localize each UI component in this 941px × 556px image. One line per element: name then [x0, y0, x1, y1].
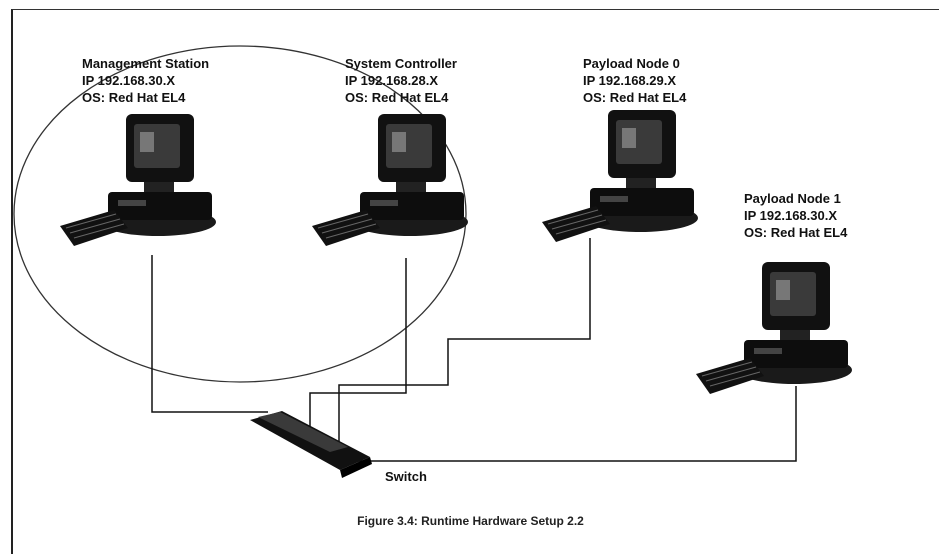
node-name: Payload Node 1: [744, 190, 847, 207]
figure-caption: Figure 3.4: Runtime Hardware Setup 2.2: [0, 514, 941, 528]
controller-workstation-icon: [312, 114, 468, 246]
node-name: System Controller: [345, 55, 457, 72]
node-os: OS: Red Hat EL4: [744, 224, 847, 241]
node-ip: IP 192.168.30.X: [744, 207, 847, 224]
node-name: Payload Node 0: [583, 55, 686, 72]
node-label-payload1: Payload Node 1 IP 192.168.30.X OS: Red H…: [744, 190, 847, 241]
cable-payload1: [355, 386, 796, 461]
cable-management: [152, 255, 268, 412]
node-ip: IP 192.168.29.X: [583, 72, 686, 89]
payload1-workstation-icon: [696, 262, 852, 394]
management-workstation-icon: [60, 114, 216, 246]
node-label-controller: System Controller IP 192.168.28.X OS: Re…: [345, 55, 457, 106]
node-os: OS: Red Hat EL4: [345, 89, 457, 106]
switch-icon: [250, 411, 372, 478]
node-name: Management Station: [82, 55, 209, 72]
node-label-management: Management Station IP 192.168.30.X OS: R…: [82, 55, 209, 106]
node-label-payload0: Payload Node 0 IP 192.168.29.X OS: Red H…: [583, 55, 686, 106]
node-ip: IP 192.168.30.X: [82, 72, 209, 89]
cable-payload0: [339, 238, 590, 442]
payload0-workstation-icon: [542, 110, 698, 242]
switch-label: Switch: [385, 469, 427, 484]
node-os: OS: Red Hat EL4: [82, 89, 209, 106]
node-os: OS: Red Hat EL4: [583, 89, 686, 106]
node-ip: IP 192.168.28.X: [345, 72, 457, 89]
cable-controller: [310, 258, 406, 432]
